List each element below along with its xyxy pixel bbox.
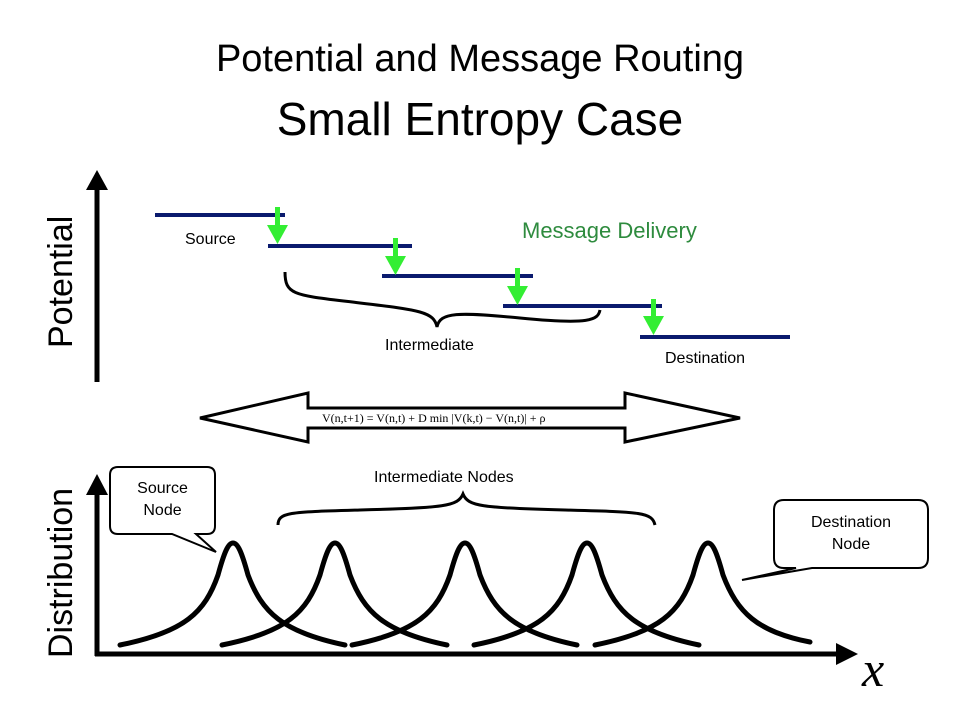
potential-axis-label: Potential xyxy=(42,215,80,348)
intermediate-brace xyxy=(283,271,602,328)
title-line-1: Potential and Message Routing xyxy=(215,38,745,80)
destination-callout-line-2: Node xyxy=(831,536,871,553)
delivery-arrows xyxy=(267,207,664,335)
destination-callout-box xyxy=(741,499,929,581)
intermediate-nodes-label: Intermediate Nodes xyxy=(374,469,514,486)
source-callout-line-2: Node xyxy=(143,502,182,519)
destination-label: Destination xyxy=(665,350,746,367)
distribution-axis-y-arrowhead xyxy=(86,474,108,495)
source-label: Source xyxy=(185,231,236,248)
intermediate-nodes-brace xyxy=(276,490,657,526)
intermediate-label: Intermediate xyxy=(385,337,474,354)
update-arrow-shape xyxy=(199,391,741,444)
bell-curve-destination xyxy=(592,540,813,648)
potential-levels xyxy=(155,213,790,339)
source-callout-box xyxy=(109,466,217,553)
update-formula: V(n,t+1) = V(n,t) + D min |V(k,t) − V(n,… xyxy=(322,411,546,425)
delivery-arrow-4 xyxy=(643,299,664,335)
delivery-arrow-3 xyxy=(507,268,528,305)
message-delivery-label: Message Delivery xyxy=(522,218,697,243)
source-callout: Source Node xyxy=(110,478,215,522)
x-variable: x xyxy=(862,641,885,697)
bell-curve-source xyxy=(117,540,348,648)
distribution-axis-label: Distribution xyxy=(42,487,80,658)
delivery-arrow-1 xyxy=(267,207,288,244)
destination-callout-line-1: Destination xyxy=(810,514,892,531)
bell-curve-4 xyxy=(471,540,702,648)
title-line-2: Small Entropy Case xyxy=(276,93,684,145)
bell-curves xyxy=(117,540,813,648)
potential-axis-arrowhead xyxy=(86,170,108,190)
bell-curve-2 xyxy=(219,540,450,648)
source-callout-line-1: Source xyxy=(137,480,188,497)
distribution-axis-x-arrowhead xyxy=(836,643,858,665)
delivery-arrow-2 xyxy=(385,238,406,275)
destination-callout: Destination Node xyxy=(774,512,928,556)
bell-curve-3 xyxy=(349,540,580,648)
